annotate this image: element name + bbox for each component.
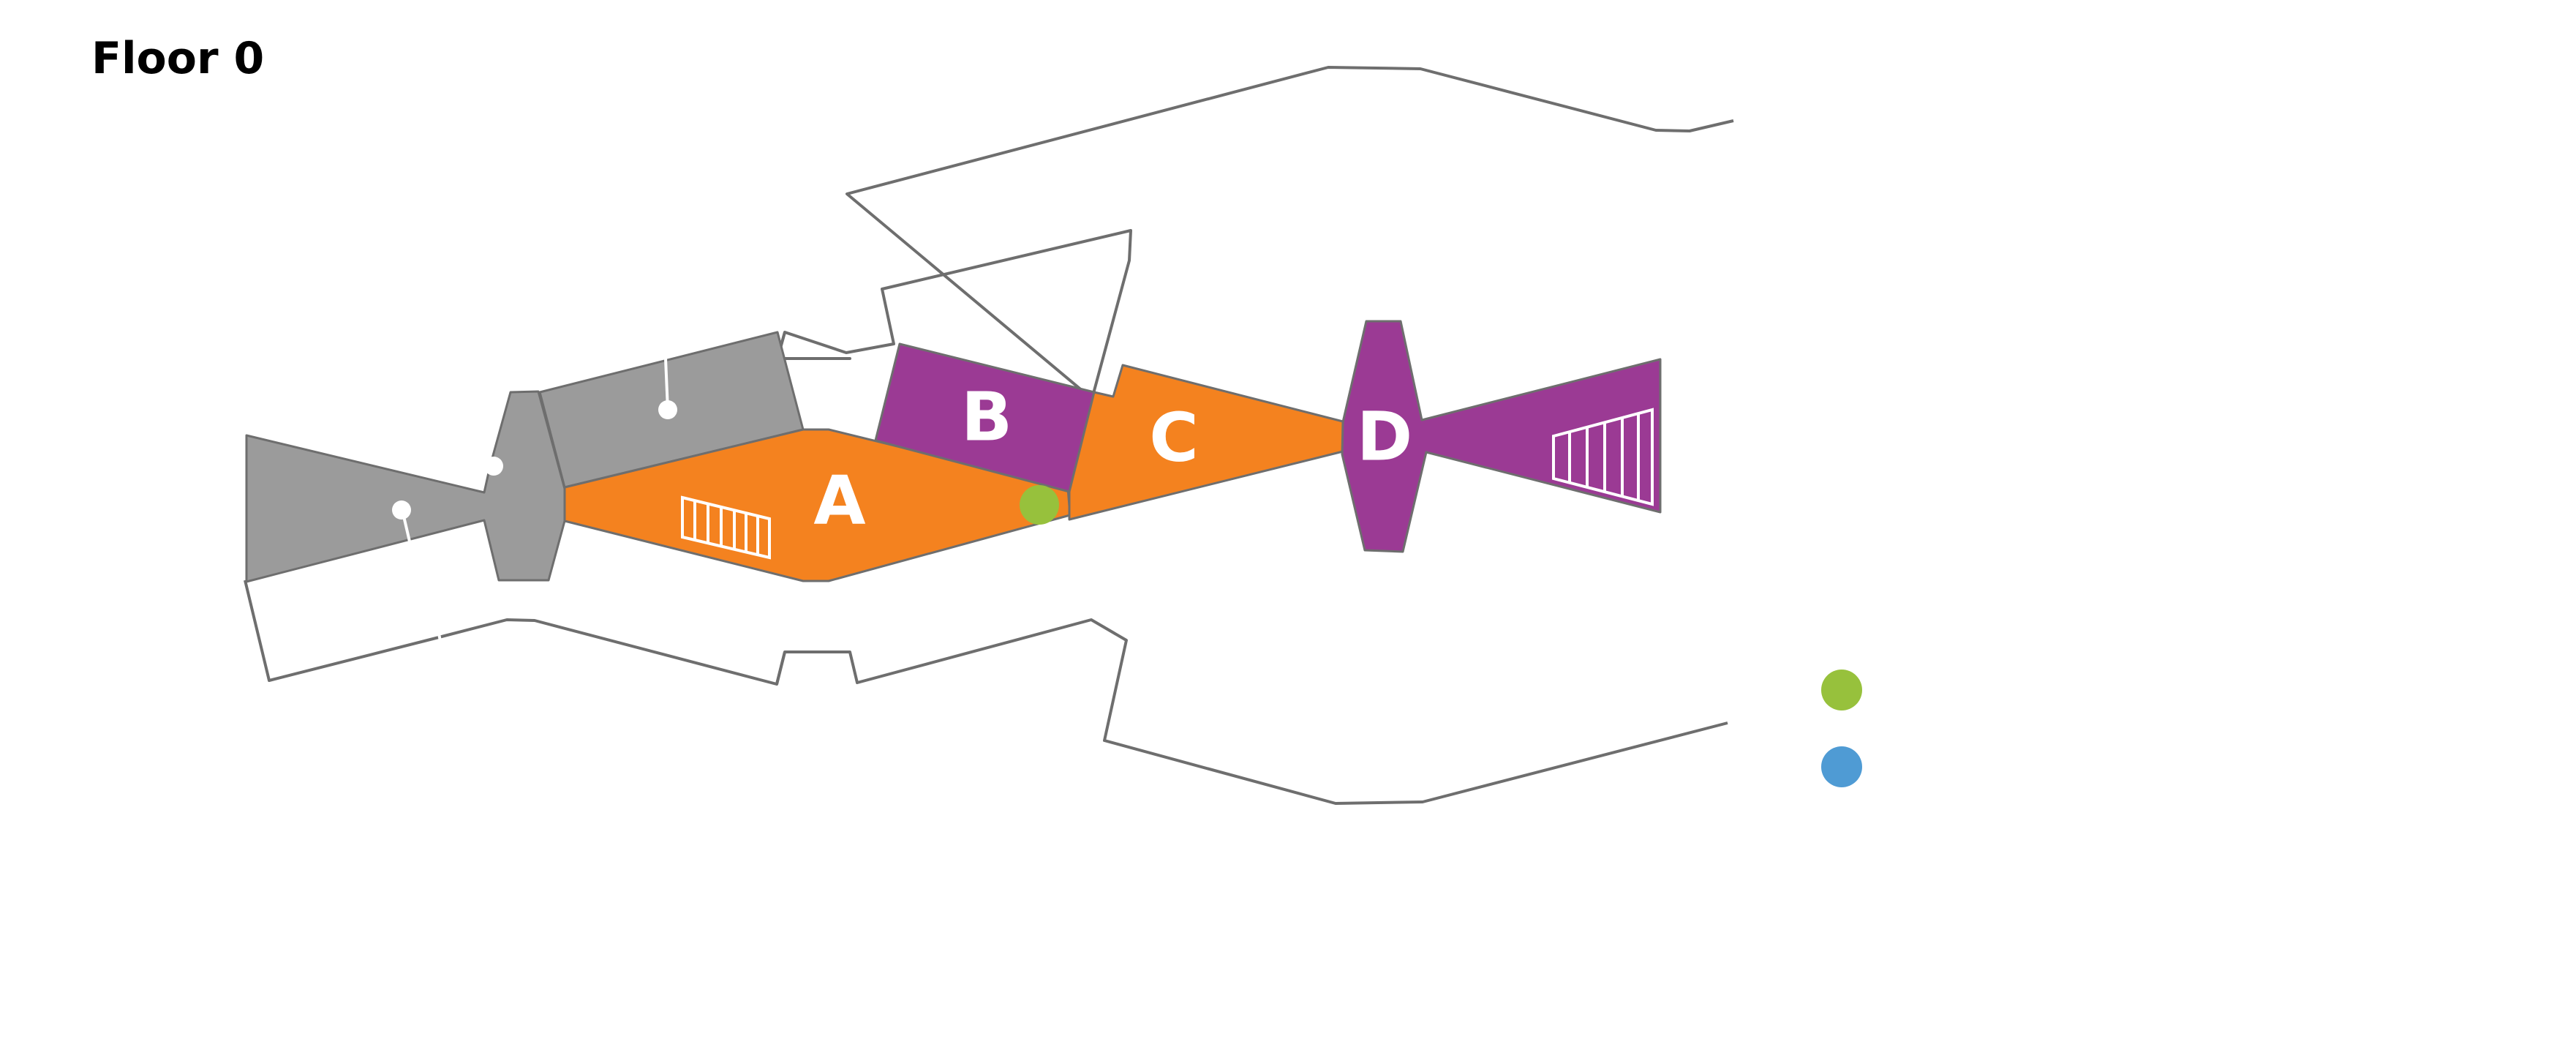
zone-d-label: D <box>1357 398 1412 476</box>
marker-dot-upper <box>658 400 677 419</box>
stairs-icon-a <box>681 495 771 560</box>
legend-blue-dot <box>1821 746 1862 787</box>
zone-c-label: C <box>1149 399 1199 477</box>
stairs-icon-d <box>1552 408 1654 506</box>
marker-dot-left <box>392 500 411 520</box>
marker-dot-mid <box>484 457 503 476</box>
outline-left-notch <box>775 651 786 685</box>
zone-d[interactable] <box>1341 320 1662 553</box>
green-marker[interactable] <box>1020 485 1059 525</box>
zone-b-label: B <box>961 378 1012 457</box>
gray-zone-markers <box>392 358 677 642</box>
zone-a-label: A <box>813 462 865 540</box>
floor-title: Floor 0 <box>91 33 265 84</box>
outline-bottom-left <box>244 580 1728 805</box>
outline-top-wing <box>776 66 1734 400</box>
gray-zone-left <box>245 390 566 583</box>
zone-c[interactable] <box>1068 364 1344 521</box>
legend-green-dot <box>1821 670 1862 710</box>
